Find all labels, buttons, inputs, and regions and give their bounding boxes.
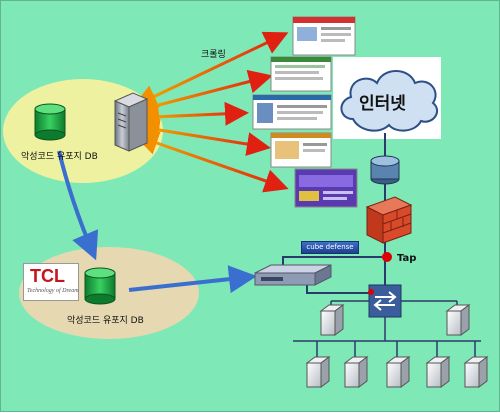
crawling-arrows bbox=[132, 31, 289, 193]
pc-icon bbox=[319, 304, 345, 336]
pc-icon bbox=[305, 356, 331, 388]
server-tower-icon bbox=[113, 92, 149, 152]
pc-icon bbox=[343, 356, 369, 388]
internet-label: 인터넷 bbox=[359, 94, 406, 114]
database-icon bbox=[84, 267, 116, 305]
webpage-thumbnail-5 bbox=[294, 168, 358, 208]
db-transfer-arrow bbox=[57, 150, 99, 261]
appliance-icon bbox=[254, 264, 332, 286]
tap-label: Tap bbox=[397, 253, 416, 264]
tap-link bbox=[282, 256, 382, 267]
db-to-appliance-arrow bbox=[128, 265, 257, 294]
tcl-logo: TCL Technology of Dream bbox=[23, 263, 79, 301]
switch-icon bbox=[368, 284, 402, 318]
pc-icon bbox=[385, 356, 411, 388]
db-label-top: 악성코드 유포지 DB bbox=[21, 150, 98, 162]
db-label-bottom: 악성코드 유포지 DB bbox=[67, 314, 144, 326]
crawling-label: 크롤링 bbox=[201, 48, 226, 60]
router-icon bbox=[370, 155, 400, 185]
cube-defense-badge: cube defense bbox=[301, 241, 359, 254]
tap-point bbox=[382, 252, 392, 262]
firewall-icon bbox=[365, 196, 413, 244]
cloud-icon bbox=[333, 57, 441, 139]
webpage-thumbnail-1 bbox=[292, 16, 356, 56]
webpage-thumbnail-2 bbox=[270, 56, 332, 92]
tcl-logo-tagline: Technology of Dream bbox=[27, 288, 79, 294]
webpage-thumbnail-4 bbox=[270, 132, 332, 168]
pc-icon bbox=[445, 304, 471, 336]
webpage-thumbnail-3 bbox=[252, 94, 332, 130]
pc-icon bbox=[463, 356, 489, 388]
tcl-logo-mark: TCL bbox=[30, 266, 65, 286]
crawl-arrow-3 bbox=[135, 101, 249, 129]
pc-icon bbox=[425, 356, 451, 388]
database-icon bbox=[34, 103, 66, 141]
crawl-arrow-5 bbox=[134, 131, 289, 193]
